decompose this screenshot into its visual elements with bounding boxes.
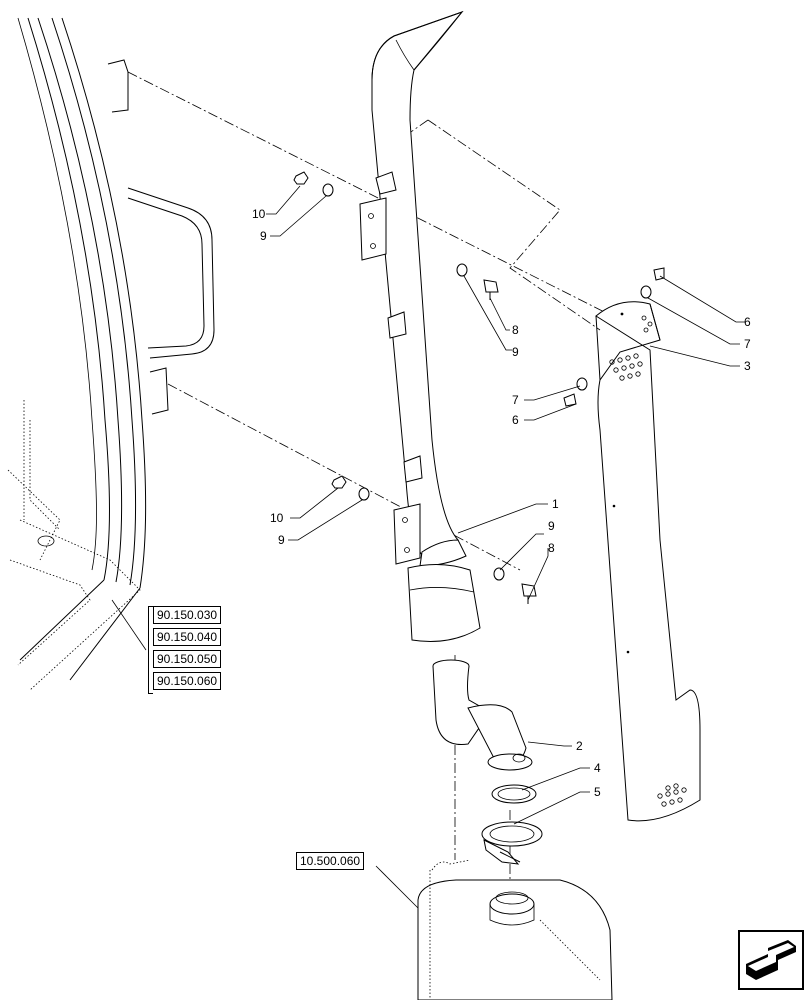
callout-9-mid-bottom: 9 <box>548 519 555 533</box>
callout-7-right: 7 <box>744 337 751 351</box>
reference-link-90-150-040[interactable]: 90.150.040 <box>153 628 222 646</box>
callout-8-top: 8 <box>512 323 519 337</box>
elbow-pipe <box>432 659 533 771</box>
reference-link-90-150-050[interactable]: 90.150.050 <box>153 650 222 668</box>
reference-bracket <box>148 606 153 694</box>
v-band-clamp <box>481 821 543 865</box>
muffler <box>417 859 613 1000</box>
callout-4: 4 <box>594 761 601 775</box>
callout-9-left-top: 9 <box>260 229 267 243</box>
callouts: 1 2 3 4 5 6 6 7 7 8 8 9 9 9 9 10 10 <box>252 207 751 799</box>
callout-3: 3 <box>744 359 751 373</box>
exhaust-pipe <box>359 10 481 642</box>
callout-5: 5 <box>594 785 601 799</box>
callout-2: 2 <box>576 739 583 753</box>
gasket <box>491 784 537 804</box>
callout-10-top: 10 <box>252 207 266 221</box>
fasteners <box>293 171 665 604</box>
callout-8-bottom: 8 <box>548 541 555 555</box>
vent-holes-bottom <box>657 783 687 807</box>
reference-link-10-500-060[interactable]: 10.500.060 <box>296 852 365 870</box>
next-page-arrow-icon[interactable] <box>738 930 804 990</box>
cab-frame <box>7 17 215 691</box>
vent-holes-top <box>609 315 653 381</box>
reference-link-90-150-060[interactable]: 90.150.060 <box>153 672 222 690</box>
heat-shield <box>595 301 701 822</box>
callout-1: 1 <box>552 497 559 511</box>
callout-7-mid: 7 <box>512 393 519 407</box>
callout-6-right: 6 <box>744 315 751 329</box>
callout-10-bottom: 10 <box>270 511 284 525</box>
callout-6-mid: 6 <box>512 413 519 427</box>
callout-9-mid-top: 9 <box>512 345 519 359</box>
callout-9-left-bottom: 9 <box>278 533 285 547</box>
reference-group-left: 90.150.030 90.150.040 90.150.050 90.150.… <box>148 606 234 694</box>
reference-link-90-150-030[interactable]: 90.150.030 <box>153 606 222 624</box>
leader-lines <box>111 185 746 909</box>
